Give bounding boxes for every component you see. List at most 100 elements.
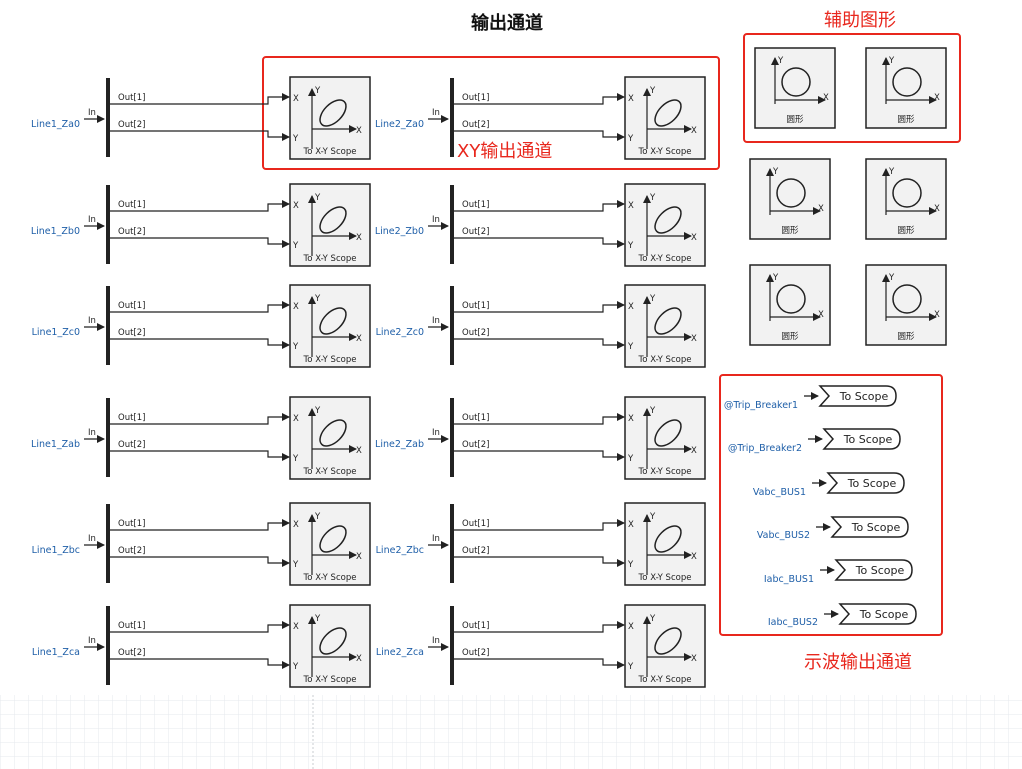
xy-scope-block[interactable] [289, 502, 371, 586]
circle-block-frame[interactable] [749, 158, 831, 240]
x-axis-label: X [356, 334, 362, 344]
x-axis-label: X [356, 233, 362, 243]
xy-scope-block[interactable] [624, 76, 706, 160]
out2-wire[interactable] [454, 556, 625, 567]
y-axis-label: Y [314, 193, 321, 203]
x-input-port-label: X [293, 201, 299, 211]
y-input-port-label: Y [292, 342, 299, 352]
goto-tag-shape[interactable] [826, 472, 905, 494]
x-input-port-label: X [293, 94, 299, 104]
demux-bar[interactable] [450, 286, 454, 365]
goto-tag-shape[interactable] [822, 428, 901, 450]
demux-bar[interactable] [450, 78, 454, 157]
goto-tag-shape[interactable] [818, 385, 897, 407]
demux-bar[interactable] [450, 606, 454, 685]
out2-wire[interactable] [454, 237, 625, 248]
demux-bar[interactable] [450, 504, 454, 583]
out2-wire[interactable] [110, 450, 290, 461]
out2-wire[interactable] [454, 338, 625, 349]
signal-label-left: Line1_Za0 [31, 119, 80, 130]
out1-wire[interactable] [454, 301, 625, 313]
demux-bar[interactable] [106, 286, 110, 365]
circle-block-caption: 圆形 [781, 332, 799, 342]
circle-block-frame[interactable] [865, 264, 947, 346]
in-port-label: In [432, 316, 440, 326]
y-input-port-label: Y [292, 454, 299, 464]
out1-wire[interactable] [110, 621, 290, 633]
in-port-label: In [88, 636, 96, 646]
demux-bar[interactable] [106, 78, 110, 157]
x-axis-label: X [934, 93, 940, 103]
demux-bar[interactable] [106, 606, 110, 685]
xy-scope-block[interactable] [289, 604, 371, 688]
canvas-grid [0, 695, 1022, 769]
demux-bar[interactable] [106, 185, 110, 264]
x-input-port-label: X [628, 520, 634, 530]
out1-wire[interactable] [454, 621, 625, 633]
ellipse-icon [654, 525, 682, 553]
signal-label-right: Line2_Zbc [376, 545, 424, 556]
out2-wire[interactable] [454, 658, 625, 669]
demux-bar[interactable] [450, 185, 454, 264]
out1-wire[interactable] [454, 413, 625, 425]
xy-scope-block[interactable] [289, 76, 371, 160]
xy-scope-block[interactable] [289, 396, 371, 480]
out1-wire[interactable] [110, 93, 290, 105]
demux-bar[interactable] [106, 398, 110, 477]
xy-scope-block[interactable] [624, 502, 706, 586]
scope-signal-label: Vabc_BUS2 [757, 530, 810, 541]
demux-bar[interactable] [450, 398, 454, 477]
in-port-label: In [88, 108, 96, 118]
circle-block-frame[interactable] [754, 47, 836, 129]
xy-scope-block[interactable] [289, 183, 371, 267]
out1-wire[interactable] [454, 519, 625, 531]
xy-scope-caption: To X-Y Scope [638, 675, 692, 685]
xy-scope-block[interactable] [624, 604, 706, 688]
y-input-port-label: Y [627, 560, 634, 570]
demux-bar[interactable] [106, 504, 110, 583]
goto-tag-shape[interactable] [834, 559, 913, 581]
circle-block-frame[interactable] [865, 158, 947, 240]
goto-tag-label: To Scope [859, 608, 909, 621]
out2-port-label: Out[2] [462, 648, 489, 658]
goto-tag-shape[interactable] [838, 603, 917, 625]
out1-wire[interactable] [110, 200, 290, 212]
xy-scope-block[interactable] [289, 284, 371, 368]
goto-tag-shape[interactable] [830, 516, 909, 538]
circle-block-frame[interactable] [749, 264, 831, 346]
out2-wire[interactable] [110, 658, 290, 669]
out2-wire[interactable] [110, 130, 290, 141]
y-input-port-label: Y [292, 134, 299, 144]
circle-block-frame[interactable] [865, 47, 947, 129]
out2-wire[interactable] [110, 556, 290, 567]
ellipse-icon [654, 307, 682, 335]
out2-wire[interactable] [454, 130, 625, 141]
out1-wire[interactable] [110, 301, 290, 313]
out2-wire[interactable] [110, 237, 290, 248]
goto-tag-label: To Scope [843, 433, 893, 446]
out2-wire[interactable] [110, 338, 290, 349]
out1-wire[interactable] [110, 413, 290, 425]
out1-wire[interactable] [110, 519, 290, 531]
out1-wire[interactable] [454, 200, 625, 212]
xy-scope-block[interactable] [624, 183, 706, 267]
scope-signal-label: @Trip_Breaker1 [724, 400, 798, 411]
out2-wire[interactable] [454, 450, 625, 461]
xy-scope-block[interactable] [624, 284, 706, 368]
out1-wire[interactable] [454, 93, 625, 105]
xy-scope-block[interactable] [624, 396, 706, 480]
